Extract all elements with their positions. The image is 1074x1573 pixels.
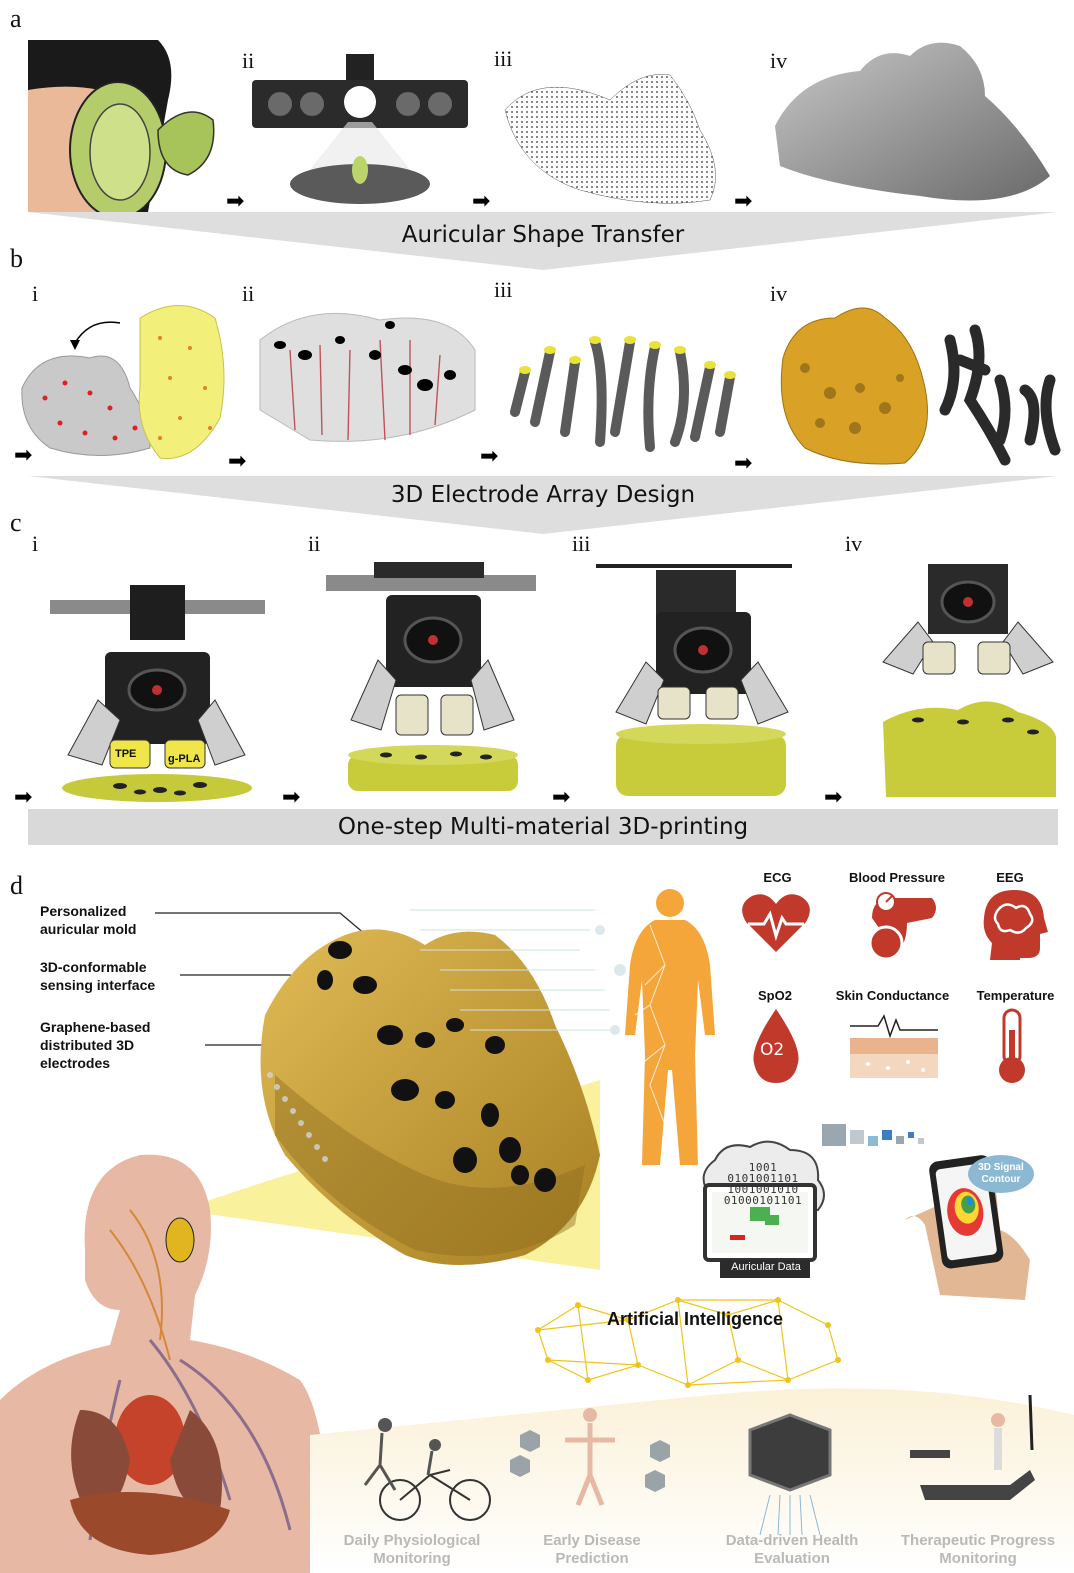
sensor-label-eeg: EEG	[980, 870, 1040, 885]
phone-badge: 3D Signal Contour	[968, 1155, 1034, 1193]
ear-impression-illustration	[28, 40, 228, 212]
sensor-label-spo2: SpO2	[745, 988, 805, 1003]
panel-b-letter: b	[10, 244, 23, 274]
arrow-right-icon: ➡	[14, 444, 32, 466]
application-label-daily-monitoring: Daily Physiological Monitoring	[332, 1532, 492, 1568]
panel-d-letter: d	[10, 871, 23, 901]
panel-b-banner: 3D Electrode Array Design	[28, 482, 1058, 508]
sensor-label-temperature: Temperature	[968, 988, 1063, 1003]
arrow-right-icon: ➡	[226, 190, 244, 212]
human-silhouette-icon	[610, 885, 730, 1170]
panel-a-letter: a	[10, 4, 22, 34]
skin-icon	[848, 1012, 940, 1080]
signal-wiring	[380, 880, 640, 1060]
electrode-channels-illustration	[250, 300, 480, 450]
point-cloud-illustration	[500, 60, 730, 210]
arrow-right-icon: ➡	[734, 452, 752, 474]
panel-c-step-iii: iii	[572, 531, 590, 557]
3d-mesh-illustration	[770, 36, 1060, 211]
panel-c-step-ii: ii	[308, 531, 320, 557]
blood-pressure-icon	[862, 888, 942, 968]
printer-head-illustration	[878, 562, 1058, 802]
panel-b-step-iii: iii	[494, 277, 512, 303]
nozzle-label-gpla: g-PLA	[168, 753, 200, 765]
sensor-label-ecg: ECG	[740, 870, 815, 885]
nozzle-label-tpe: TPE	[115, 748, 136, 760]
sensor-label-skin-conductance: Skin Conductance	[830, 988, 955, 1003]
heart-ecg-icon	[740, 890, 812, 955]
arrow-right-icon: ➡	[14, 786, 32, 808]
arrow-right-icon: ➡	[228, 450, 246, 472]
printer-head-illustration	[326, 560, 536, 800]
brain-icon	[980, 888, 1048, 960]
binary-data: 1001 0101001101 1001001010 01000101101	[707, 1162, 819, 1206]
arrow-right-icon: ➡	[552, 786, 570, 808]
arrow-right-icon: ➡	[480, 445, 498, 467]
application-label-therapeutic-monitoring: Therapeutic Progress Monitoring	[892, 1532, 1064, 1568]
gold-mold-illustration	[775, 298, 935, 468]
panel-c-banner: One-step Multi-material 3D-printing	[28, 809, 1058, 845]
application-label-health-evaluation: Data-driven Health Evaluation	[712, 1532, 872, 1568]
sensor-label-blood-pressure: Blood Pressure	[842, 870, 952, 885]
arrow-right-icon: ➡	[282, 786, 300, 808]
arrow-right-icon: ➡	[824, 786, 842, 808]
application-label-disease-prediction: Early Disease Prediction	[532, 1532, 652, 1568]
computer-label: Auricular Data	[712, 1261, 820, 1273]
panel-a-banner: Auricular Shape Transfer	[28, 222, 1058, 248]
printer-head-illustration	[596, 562, 792, 802]
printer-head-illustration	[50, 580, 265, 805]
panel-c-step-i: i	[32, 531, 38, 557]
electrode-mapping-illustration	[20, 298, 232, 468]
panel-c-letter: c	[10, 508, 22, 538]
binary-row: 01000101101	[707, 1195, 819, 1206]
spo2-glyph: O2	[760, 1040, 784, 1060]
electrode-set-illustration	[930, 300, 1070, 470]
3d-scanner-illustration	[250, 52, 470, 212]
ai-label: Artificial Intelligence	[560, 1309, 830, 1330]
panel-c-step-iv: iv	[845, 531, 862, 557]
arrow-right-icon: ➡	[734, 190, 752, 212]
thermometer-icon	[994, 1008, 1030, 1086]
arrow-right-icon: ➡	[472, 190, 490, 212]
3d-electrode-rods-illustration	[505, 312, 745, 452]
